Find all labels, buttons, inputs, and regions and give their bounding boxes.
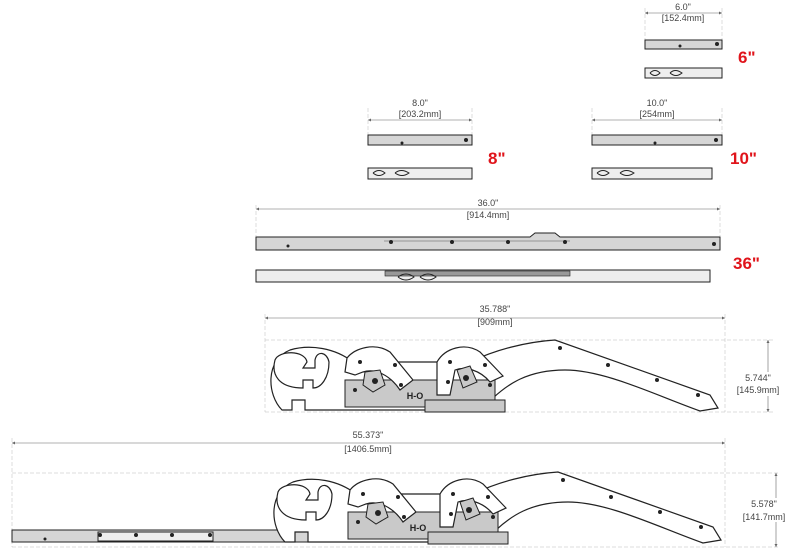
dim-inches: 10.0"	[647, 98, 668, 108]
size-label: 10"	[730, 149, 757, 168]
arm-drawing	[270, 339, 719, 413]
assembly-extended: 55.373" [1406.5mm] 5.578" [141.7mm]	[11, 430, 790, 548]
slide-8in: 8.0" [203.2mm] 8"	[367, 98, 506, 180]
height-mm: [141.7mm]	[743, 512, 786, 522]
height-mm: [145.9mm]	[737, 385, 780, 395]
slide-6in: 6.0" [152.4mm] 6"	[644, 2, 756, 79]
dim-mm: [152.4mm]	[662, 13, 705, 23]
dim-mm: [914.4mm]	[467, 210, 510, 220]
length-mm: [1406.5mm]	[344, 444, 392, 454]
slide-10in: 10.0" [254mm] 10"	[591, 98, 757, 180]
height-inches: 5.578"	[751, 499, 777, 509]
length-mm: [909mm]	[477, 317, 512, 327]
size-label: 8"	[488, 149, 506, 168]
dim-inches: 6.0"	[675, 2, 691, 12]
length-inches: 35.788"	[480, 304, 511, 314]
assembly-retracted: 35.788" [909mm] 5.744" [145.9mm]	[264, 304, 784, 413]
length-inches: 55.373"	[353, 430, 384, 440]
slide-36in: 36.0" [914.4mm] 36"	[255, 198, 760, 283]
dim-mm: [203.2mm]	[399, 109, 442, 119]
arm-drawing	[273, 471, 722, 545]
dim-inches: 8.0"	[412, 98, 428, 108]
dim-mm: [254mm]	[639, 109, 674, 119]
size-label: 36"	[733, 254, 760, 273]
dim-inches: 36.0"	[478, 198, 499, 208]
size-label: 6"	[738, 48, 756, 67]
height-inches: 5.744"	[745, 373, 771, 383]
